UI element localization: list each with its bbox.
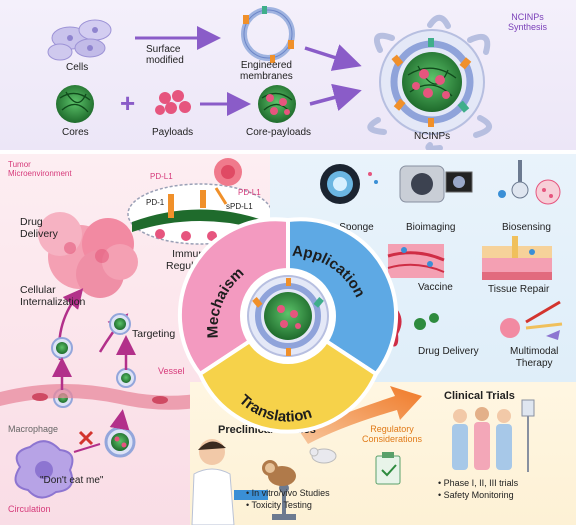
ncinps-label: NCINPs: [414, 131, 451, 142]
regulatory-label: Regulatory Considerations: [362, 424, 422, 444]
vaccine-label: Vaccine: [418, 282, 453, 293]
vaccine-icon: [387, 244, 445, 278]
surface-modified-label: Surface modified: [146, 44, 184, 66]
multimodal-therapy-label: Multimodal Therapy: [510, 346, 558, 370]
synthesis-graphics: +: [47, 6, 492, 152]
preclinical-label: Preclinical Studies: [218, 424, 316, 436]
primate-icon: [262, 460, 296, 486]
nanoparticle-small-4: [116, 368, 136, 388]
macrophage-label: Macrophage: [8, 424, 59, 434]
core-payloads-icon: [258, 85, 296, 123]
macrophage-icon: [14, 440, 74, 499]
multimodal-line2: Therapy: [515, 358, 553, 369]
tumor-graphics: [0, 158, 270, 499]
tumor-title-line2: Microenvironment: [8, 169, 72, 178]
arrow-membrane-to-ncinp: [304, 44, 362, 71]
regulatory-line1: Regulatory: [370, 424, 414, 434]
circulation-label: Circulation: [8, 504, 51, 514]
surface-line1: Surface: [146, 44, 181, 55]
dont-eat-me-label: "Don't eat me": [40, 475, 104, 486]
circulating-nanoparticle-icon: [104, 426, 136, 458]
synthesis-title: NCINPs Synthesis: [508, 12, 547, 32]
nano-sponge-icon: [320, 164, 378, 204]
clinical-bullet-1: • Phase I, II, III trials: [438, 478, 519, 488]
preclinical-bullet-2: • Toxicity Testing: [246, 500, 312, 510]
targeting-label: Targeting: [132, 328, 176, 340]
bioimaging-icon: [399, 165, 473, 203]
clipboard-icon: [375, 452, 401, 485]
block-x-icon: [78, 430, 94, 446]
nanoparticle-small-2: [109, 313, 131, 335]
surface-line2: modified: [146, 55, 184, 66]
drug-line2: Delivery: [20, 228, 58, 240]
scientist-icon: [191, 439, 268, 525]
mouse-icon: [309, 447, 337, 464]
cells-icon: [47, 19, 112, 61]
cores-label: Cores: [62, 127, 89, 138]
drug-delivery-mech-label: Drug Delivery: [20, 216, 58, 240]
synthesis-title-line2: Synthesis: [508, 22, 548, 32]
divider-horizontal: [0, 150, 576, 154]
pd-1-label: PD-1: [146, 198, 165, 207]
engineered-line1: Engineered: [240, 60, 292, 71]
patients-icon: [452, 399, 535, 472]
immune-line1: Immune: [172, 248, 211, 260]
payloads-icon: [155, 90, 191, 115]
payloads-label: Payloads: [152, 127, 194, 138]
drug-delivery-app-label: Drug Delivery: [418, 346, 479, 357]
engineered-line2: membranes: [240, 71, 293, 82]
regulatory-line2: Considerations: [362, 434, 423, 444]
tissue-repair-icon: [482, 236, 552, 280]
cellular-internalization-label: Cellular Internalization: [20, 284, 85, 308]
multimodal-line1: Multimodal: [510, 346, 559, 357]
immune-regulation-label: Immune Regulation: [166, 248, 216, 272]
tumor-mass-icon: [38, 212, 138, 298]
immune-line2: Regulation: [166, 260, 217, 272]
vessel-label: Vessel: [158, 366, 185, 376]
engineered-membrane-icon: [241, 6, 295, 63]
tissue-repair-label: Tissue Repair: [488, 284, 550, 295]
engineered-membranes-label: Engineered membranes: [240, 60, 293, 82]
clinical-bullet-2: • Safety Monitoring: [438, 490, 514, 500]
arrow-to-macrophage: [73, 443, 101, 453]
pd-l1-label-b: PD-L1: [238, 188, 261, 197]
biosensing-label: Biosensing: [502, 222, 551, 233]
plus-sign: +: [120, 88, 135, 118]
arrow-up-3: [109, 409, 130, 431]
clinical-trials-label: Clinical Trials: [444, 390, 515, 402]
synthesis-title-line1: NCINPs: [511, 12, 544, 22]
vessel-icon: [0, 383, 240, 410]
cells-label: Cells: [66, 62, 89, 73]
tumor-title: Tumor Microenvironment: [8, 160, 72, 178]
pd-l1-label-a: PD-L1: [150, 172, 173, 181]
core-payloads-label: Core-payloads: [246, 127, 312, 138]
translation-panel: Preclinical Studies • In vitro/vivo Stud…: [190, 382, 576, 525]
tumor-title-line1: Tumor: [8, 160, 31, 169]
preclinical-bullet-1: • In vitro/vivo Studies: [246, 488, 330, 498]
drug-line1: Drug: [20, 216, 43, 228]
multimodal-therapy-icon: [500, 300, 563, 340]
cellular-line2: Internalization: [20, 296, 86, 308]
nanoparticle-small-1: [51, 337, 73, 359]
synthesis-panel: +: [0, 0, 576, 152]
ncinp-icon: [367, 14, 492, 152]
core-icon: [56, 85, 94, 123]
arrow-core-to-ncinp: [309, 83, 362, 111]
spd-l1-label: sPD-L1: [226, 202, 253, 211]
drug-delivery-icon: [381, 302, 439, 347]
application-panel: Nano-Sponge Bioimaging Biosensing Vaccin…: [270, 152, 576, 382]
biosensing-icon: [498, 160, 561, 205]
cellular-line1: Cellular: [20, 284, 56, 296]
nano-sponge-label: Nano-Sponge: [312, 222, 374, 233]
bioimaging-label: Bioimaging: [406, 222, 456, 233]
